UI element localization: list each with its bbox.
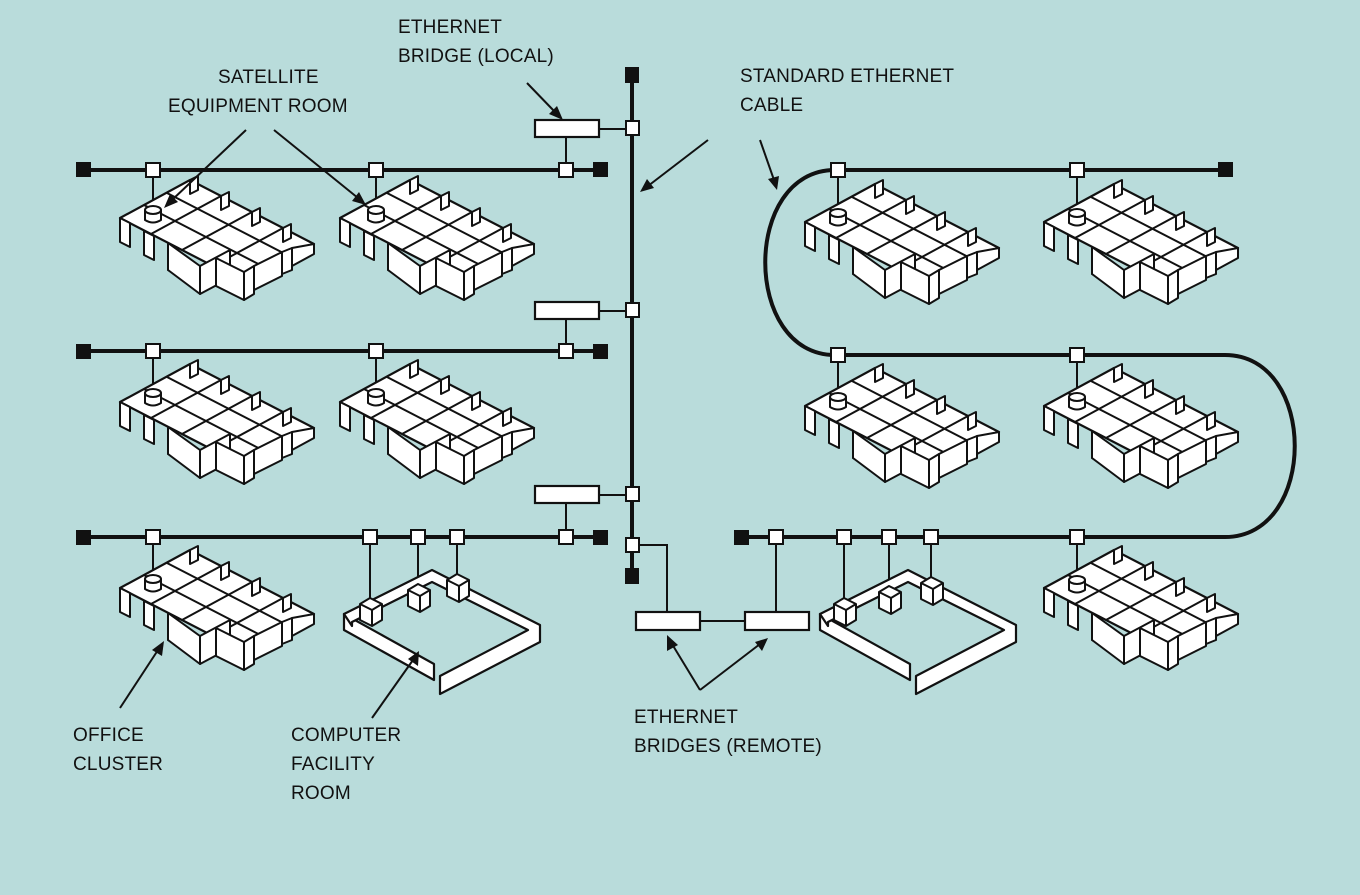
ethernet-cables bbox=[84, 74, 1295, 580]
office-cluster-l1b bbox=[340, 176, 534, 300]
transceiver-taps bbox=[146, 121, 1084, 552]
local-bridge-3 bbox=[535, 486, 599, 503]
remote-bridge-1 bbox=[636, 612, 700, 630]
label-computer-facility-room-3: ROOM bbox=[291, 783, 351, 804]
local-bridge-2 bbox=[535, 302, 599, 319]
local-bridge-1 bbox=[535, 120, 599, 137]
label-office-cluster-2: CLUSTER bbox=[73, 754, 163, 775]
label-computer-facility-room-2: FACILITY bbox=[291, 754, 375, 775]
office-cluster-l3a bbox=[120, 546, 314, 670]
label-standard-ethernet-cable-2: CABLE bbox=[740, 95, 803, 116]
remote-bridges bbox=[632, 537, 809, 630]
computer-facility-rooms bbox=[344, 570, 1016, 694]
computer-room-right bbox=[820, 570, 1016, 694]
office-cluster-l2b bbox=[340, 360, 534, 484]
label-ethernet-bridges-remote-2: BRIDGES (REMOTE) bbox=[634, 736, 822, 757]
label-computer-facility-room-1: COMPUTER bbox=[291, 725, 401, 746]
label-satellite-equipment-room-2: EQUIPMENT ROOM bbox=[168, 96, 348, 117]
office-cluster-l1a bbox=[120, 176, 314, 300]
label-satellite-equipment-room-1: SATELLITE bbox=[218, 67, 319, 88]
cable-terminators bbox=[76, 67, 1233, 584]
label-office-cluster-1: OFFICE bbox=[73, 725, 144, 746]
label-ethernet-bridge-local-1: ETHERNET bbox=[398, 17, 502, 38]
label-standard-ethernet-cable-1: STANDARD ETHERNET bbox=[740, 66, 954, 87]
local-bridges bbox=[535, 120, 632, 537]
label-ethernet-bridges-remote-1: ETHERNET bbox=[634, 707, 738, 728]
office-cluster-r1a bbox=[805, 180, 999, 304]
office-clusters bbox=[120, 176, 1238, 670]
computer-room-left bbox=[344, 570, 540, 694]
office-cluster-r2b bbox=[1044, 364, 1238, 488]
office-cluster-l2a bbox=[120, 360, 314, 484]
office-cluster-r1b bbox=[1044, 180, 1238, 304]
remote-bridge-2 bbox=[745, 612, 809, 630]
office-cluster-r3 bbox=[1044, 546, 1238, 670]
label-ethernet-bridge-local-2: BRIDGE (LOCAL) bbox=[398, 46, 554, 67]
office-cluster-r2a bbox=[805, 364, 999, 488]
